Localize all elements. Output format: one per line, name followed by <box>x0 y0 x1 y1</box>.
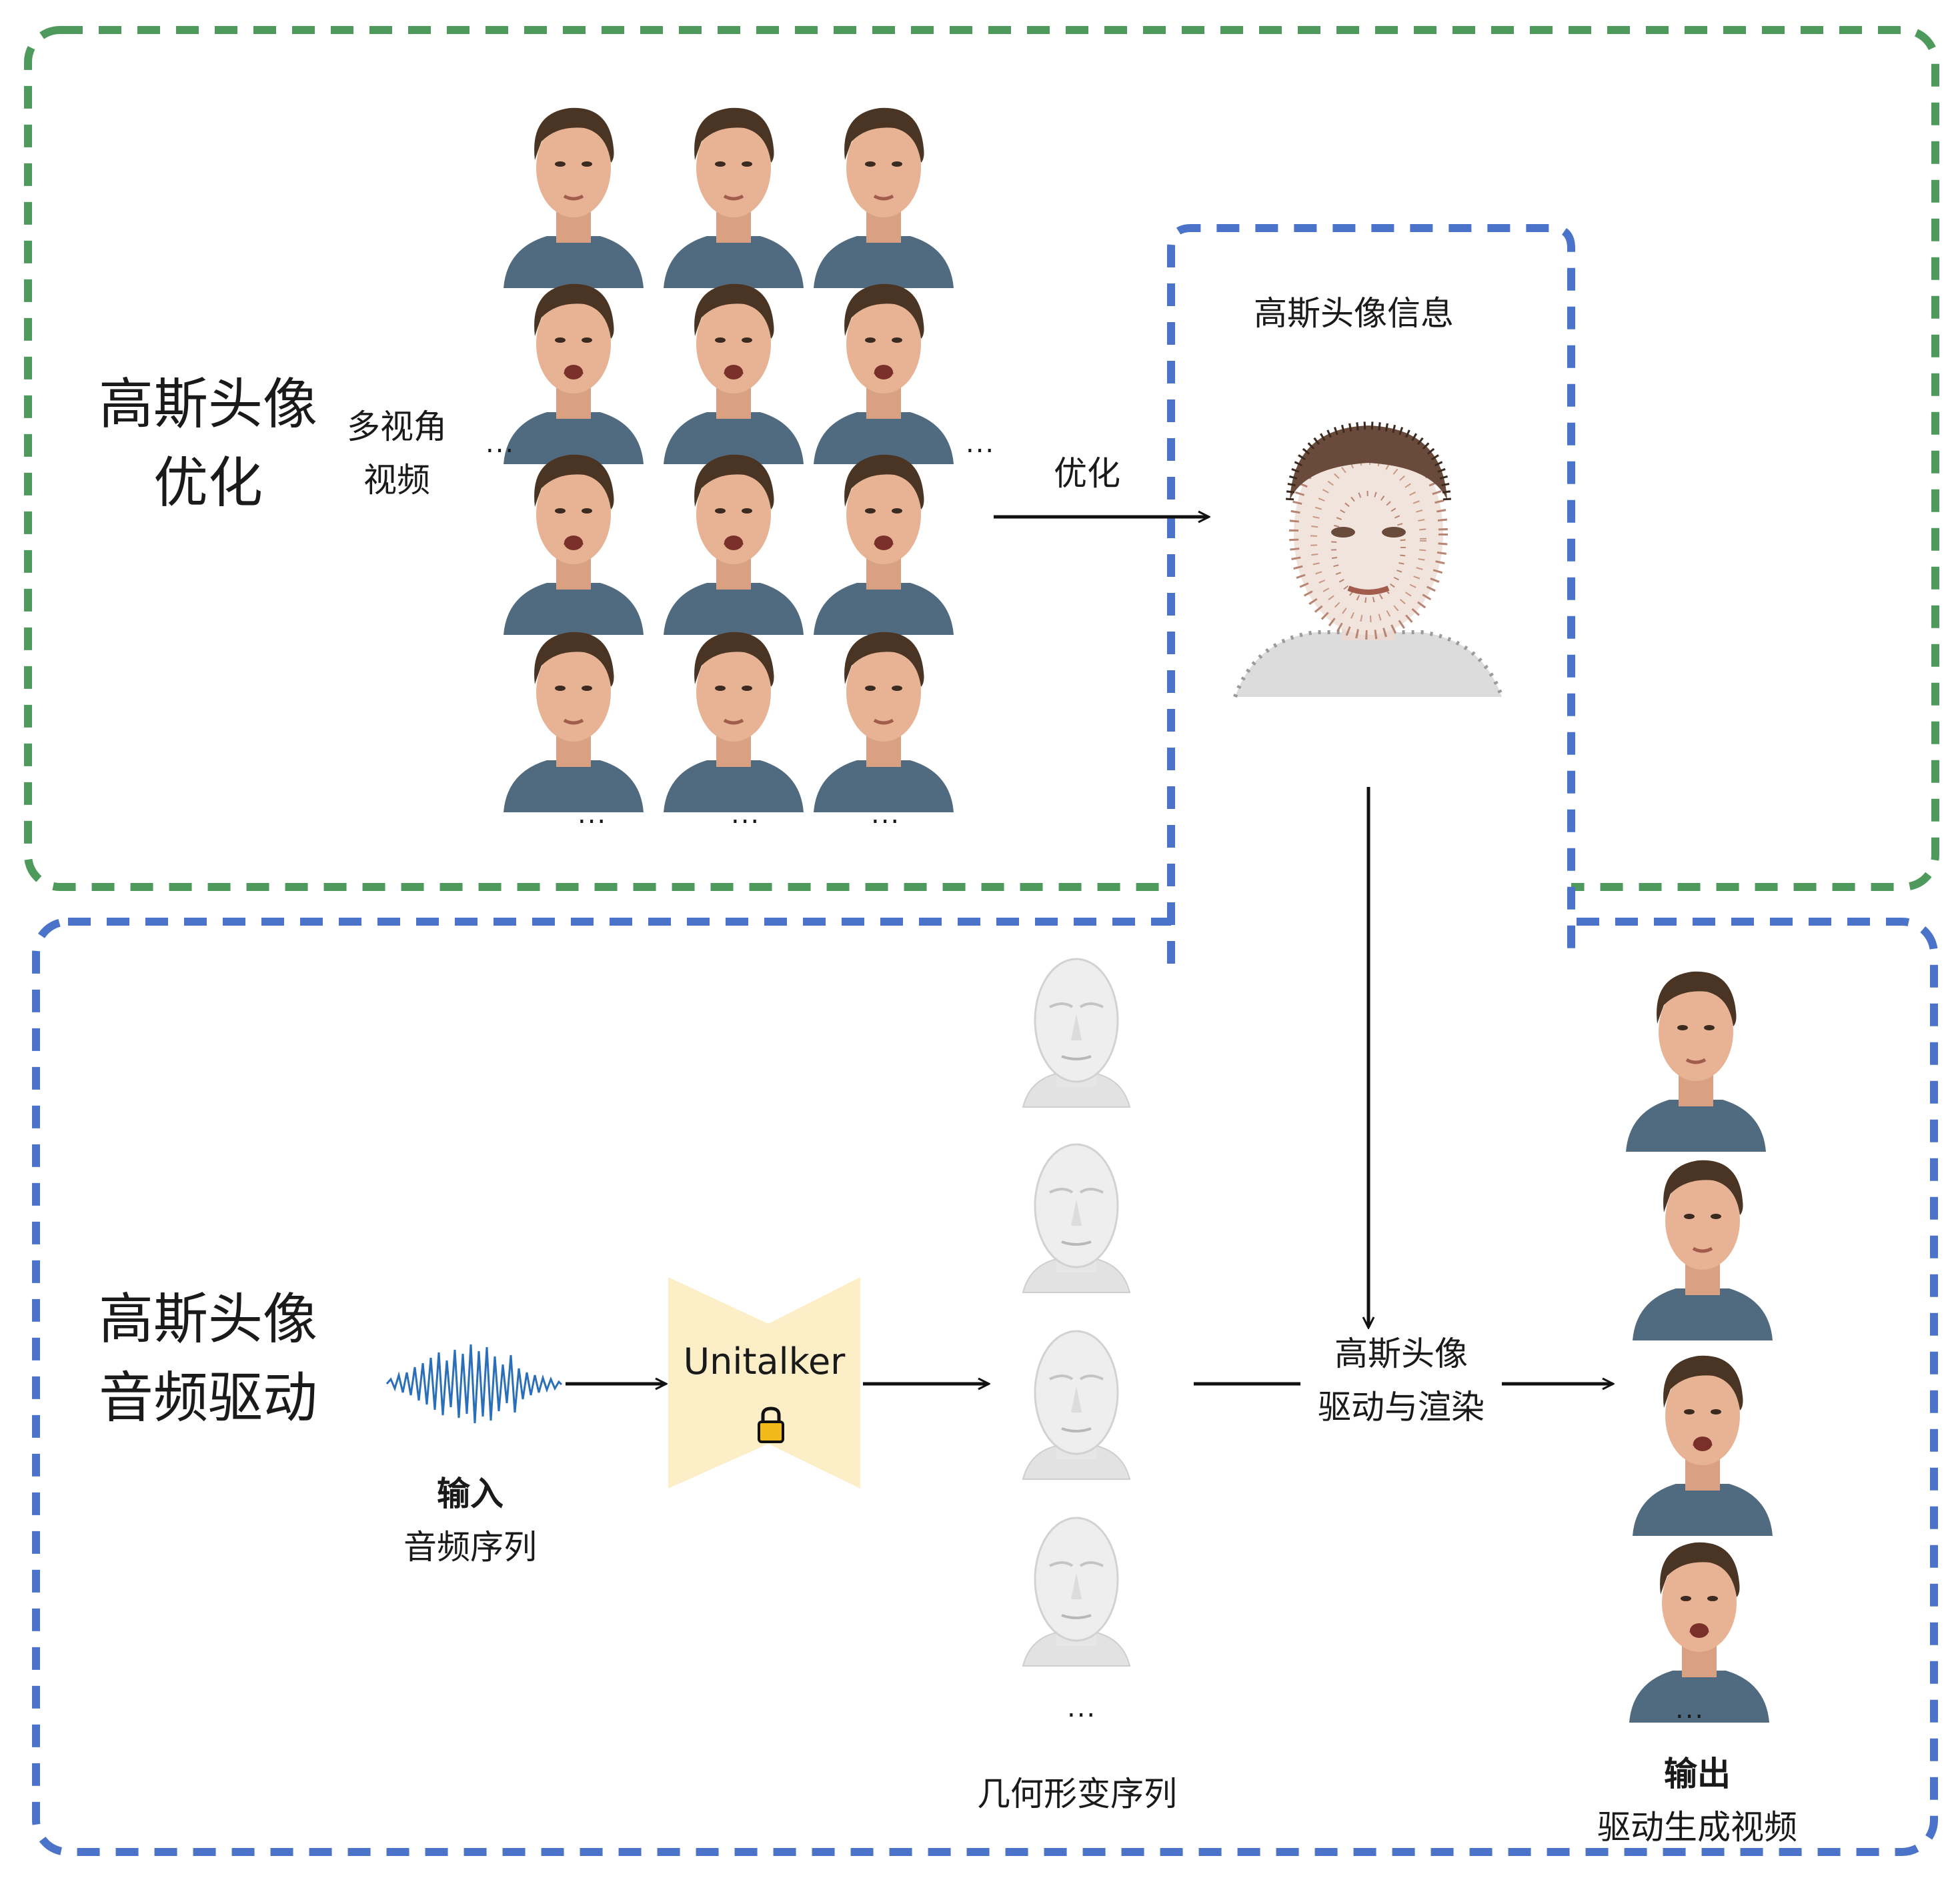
multiview-frame <box>814 108 954 288</box>
mesh-frame <box>1022 1517 1131 1667</box>
grid-ellipsis-col2: ... <box>731 799 761 830</box>
top-section-frame <box>24 26 1939 891</box>
mesh-frame <box>1022 958 1131 1108</box>
mesh-ellipsis: ... <box>1067 1693 1097 1723</box>
optimize-arrow-label: 优化 <box>1054 454 1120 493</box>
render-label-line1: 高斯头像 <box>1334 1334 1468 1373</box>
multiview-video-label: 多视角 视频 <box>347 400 447 507</box>
multiview-label-line2: 视频 <box>363 461 430 500</box>
render-label-line2: 驱动与渲染 <box>1318 1388 1485 1427</box>
audio-waveform-icon <box>385 1344 563 1424</box>
render-label: 高斯头像 驱动与渲染 <box>1304 1327 1498 1434</box>
avatar-info-frame <box>1167 224 1575 964</box>
output-frame <box>1633 1356 1773 1536</box>
unitalker-label: Unitalker <box>683 1340 846 1382</box>
mesh-frame <box>1022 1330 1131 1481</box>
output-bold: 输出 <box>1664 1755 1731 1793</box>
multiview-frame <box>664 455 804 635</box>
multiview-label-line1: 多视角 <box>347 407 447 446</box>
geometry-mesh-sequence <box>1022 958 1131 1667</box>
audio-input-text: 音频序列 <box>403 1528 537 1567</box>
output-frame <box>1626 972 1766 1152</box>
output-frame <box>1633 1160 1773 1340</box>
audio-input-label: 输入 音频序列 <box>393 1467 547 1574</box>
multiview-video-grid <box>504 108 954 812</box>
top-title-line2: 优化 <box>153 451 263 515</box>
unitalker-block <box>668 1277 860 1489</box>
output-video-label: 输出 驱动生成视频 <box>1587 1747 1807 1854</box>
multiview-frame <box>664 108 804 288</box>
output-text: 驱动生成视频 <box>1597 1808 1797 1847</box>
grid-ellipsis-col1: ... <box>578 799 608 830</box>
grid-ellipsis-right: ... <box>966 428 996 459</box>
multiview-frame <box>664 632 804 812</box>
mesh-frame <box>1022 1143 1131 1294</box>
multiview-frame <box>814 284 954 464</box>
multiview-frame <box>504 108 644 288</box>
grid-ellipsis-left: ... <box>485 428 516 459</box>
multiview-frame <box>504 284 644 464</box>
grid-ellipsis-col3: ... <box>871 799 901 830</box>
multiview-frame <box>814 455 954 635</box>
audio-input-bold: 输入 <box>437 1475 504 1513</box>
multiview-frame <box>504 455 644 635</box>
gaussian-avatar-pointcloud <box>1233 421 1504 698</box>
bottom-title-line2: 音频驱动 <box>99 1366 318 1430</box>
bottom-section-frame <box>32 918 1938 1856</box>
avatar-info-title: 高斯头像信息 <box>1254 294 1454 333</box>
geometry-sequence-label: 几何形变序列 <box>977 1775 1177 1813</box>
lock-icon <box>758 1406 784 1443</box>
output-video-frames <box>1626 972 1773 1723</box>
multiview-frame <box>814 632 954 812</box>
top-title-line1: 高斯头像 <box>99 373 318 436</box>
bottom-title-line1: 高斯头像 <box>99 1288 318 1351</box>
top-section-title: 高斯头像 优化 <box>99 365 317 523</box>
multiview-frame <box>664 284 804 464</box>
multiview-frame <box>504 632 644 812</box>
bottom-section-title: 高斯头像 音频驱动 <box>99 1280 317 1438</box>
output-ellipsis: ... <box>1675 1694 1705 1725</box>
